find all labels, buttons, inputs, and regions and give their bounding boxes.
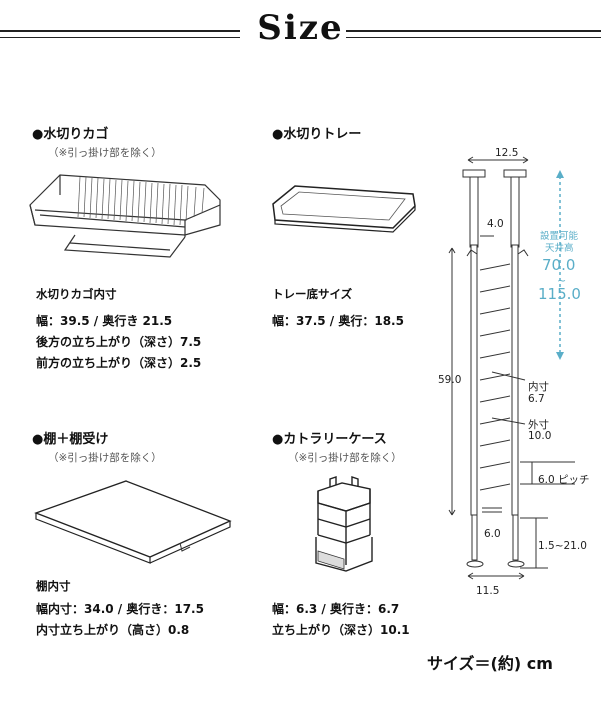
tray-illustration bbox=[272, 185, 416, 233]
rack-height: 59.0 bbox=[438, 374, 462, 386]
tray-title: ●水切りトレー bbox=[272, 127, 362, 142]
shelf-note: （※引っ掛け部を除く） bbox=[48, 452, 162, 464]
rack-outer-value: 10.0 bbox=[528, 430, 552, 442]
basket-line-3: 前方の立ち上がり（深さ）2.5 bbox=[36, 356, 202, 370]
cutlery-line-2: 立ち上がり（深さ）10.1 bbox=[272, 623, 410, 637]
shelf-label: 棚内寸 bbox=[36, 579, 71, 593]
basket-note: （※引っ掛け部を除く） bbox=[48, 147, 162, 159]
page-title: Size bbox=[257, 8, 344, 48]
basket-line-1: 幅：39.5 / 奥行き 21.5 bbox=[36, 314, 173, 328]
basket-label: 水切りカゴ内寸 bbox=[36, 287, 117, 301]
rack-foot-range: 1.5~21.0 bbox=[538, 540, 587, 552]
shelf-line-2: 内寸立ち上がり（高さ）0.8 bbox=[36, 623, 190, 637]
shelf-title: ●棚＋棚受け bbox=[32, 432, 109, 447]
basket-illustration bbox=[29, 174, 221, 258]
rack-base-width: 11.5 bbox=[476, 585, 500, 597]
shelf-line-1: 幅内寸：34.0 / 奥行き：17.5 bbox=[36, 602, 204, 616]
rack-inner-label: 内寸 bbox=[528, 381, 549, 393]
header-rule-left bbox=[0, 30, 240, 38]
cutlery-note: （※引っ掛け部を除く） bbox=[288, 452, 402, 464]
rack-top-width: 12.5 bbox=[495, 147, 519, 159]
rack-bottom-gap: 6.0 bbox=[484, 528, 501, 540]
install-label-2: 天井高 bbox=[545, 243, 574, 254]
rack-diagram bbox=[448, 156, 575, 580]
basket-line-2: 後方の立ち上がり（深さ）7.5 bbox=[36, 335, 202, 349]
unit-note: サイズ＝(約) cm bbox=[427, 654, 553, 673]
tray-label: トレー底サイズ bbox=[272, 287, 353, 301]
install-label-1: 設置可能 bbox=[540, 231, 579, 242]
install-min: 70.0 bbox=[542, 256, 576, 274]
rack-outer-label: 外寸 bbox=[528, 419, 549, 431]
rack-pitch: 6.0 ピッチ bbox=[538, 474, 590, 486]
install-tilde: ~ bbox=[557, 274, 567, 287]
cutlery-title: ●カトラリーケース bbox=[272, 432, 387, 447]
rack-inner-value: 6.7 bbox=[528, 393, 545, 405]
install-max: 115.0 bbox=[538, 285, 581, 303]
tray-line-1: 幅：37.5 / 奥行：18.5 bbox=[272, 314, 404, 328]
cutlery-case-illustration bbox=[315, 476, 373, 572]
header-rule-right bbox=[346, 30, 601, 38]
basket-title: ●水切りカゴ bbox=[32, 127, 109, 142]
shelf-illustration bbox=[34, 480, 232, 564]
cutlery-line-1: 幅：6.3 / 奥行き：6.7 bbox=[272, 602, 400, 616]
rack-hook-size: 4.0 bbox=[487, 218, 504, 230]
